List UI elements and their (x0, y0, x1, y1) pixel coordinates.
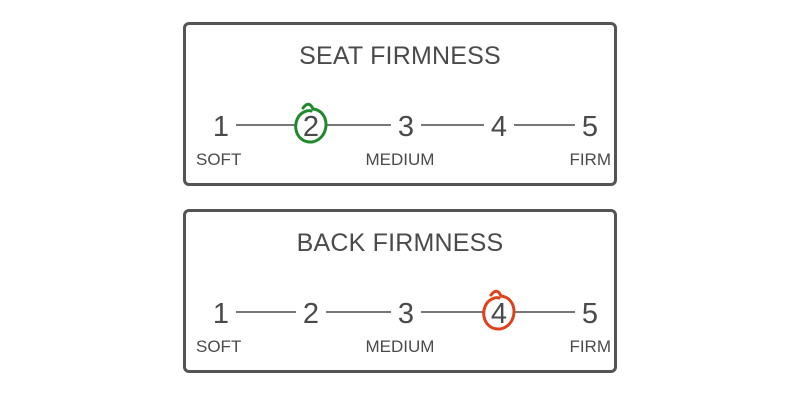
seat-step-2: 2 (303, 111, 319, 143)
seat-medium-label: MEDIUM (365, 150, 435, 169)
seat-step-4: 4 (491, 111, 507, 143)
seat-firmness-scale: 1 2 3 4 5 (213, 102, 598, 144)
back-soft-label: SOFT (196, 337, 242, 356)
back-step-1: 1 (213, 298, 229, 330)
seat-step-1: 1 (213, 111, 229, 143)
seat-firmness-title: SEAT FIRMNESS (299, 42, 501, 70)
back-step-4: 4 (491, 298, 507, 330)
seat-selected-mark (294, 102, 328, 144)
back-firmness-scale: 1 2 3 4 5 (213, 289, 598, 331)
back-firm-label: FIRM (569, 337, 611, 356)
seat-firmness-panel: SEAT FIRMNESS 1 2 3 4 5 SOFT MEDIUM FIRM (183, 22, 617, 186)
seat-step-3: 3 (398, 111, 414, 143)
seat-soft-label: SOFT (196, 150, 242, 169)
back-step-5: 5 (582, 298, 598, 330)
back-step-3: 3 (398, 298, 414, 330)
back-firmness-title: BACK FIRMNESS (296, 229, 504, 257)
seat-firm-label: FIRM (569, 150, 611, 169)
back-firmness-panel: BACK FIRMNESS 1 2 3 4 5 SOFT MEDIUM FIRM (183, 209, 617, 373)
seat-step-5: 5 (582, 111, 598, 143)
back-step-2: 2 (303, 298, 319, 330)
back-selected-mark (482, 289, 516, 331)
back-medium-label: MEDIUM (365, 337, 435, 356)
